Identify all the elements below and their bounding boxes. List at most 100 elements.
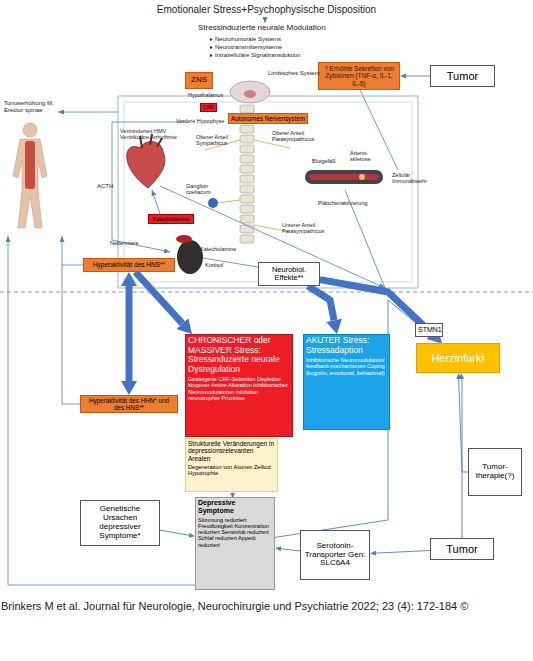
- process-box: Tumor: [430, 538, 494, 560]
- thick-arrow: [135, 272, 182, 324]
- process-box: Neurobiol. Effekte**: [258, 262, 320, 286]
- diagram-title: Emotionaler Stress+Psychophysische Dispo…: [0, 4, 533, 15]
- label-text: Vermindertes HMV Ventrikuläre Arrhythmie: [120, 128, 180, 140]
- process-box: Tumor: [430, 65, 495, 87]
- label-text: Oberer Anteil Parasympathicus: [272, 130, 317, 142]
- node-heading: ZNS: [188, 76, 210, 85]
- leader-line: [8, 236, 195, 585]
- process-box: STMN1: [415, 323, 443, 337]
- node-heading: Hyperaktivität des HHN* und des HNS**: [83, 397, 175, 411]
- vertebra: [240, 225, 254, 233]
- node-body: Stimmung reduziert Freudlosigkeit Konzen…: [198, 517, 272, 548]
- leader-line: [58, 112, 118, 113]
- node-body: Degeneration von Axonen Zelltod Hypotrop…: [188, 464, 275, 477]
- vertebra: [240, 195, 254, 203]
- node-heading: Genetische Ursachen depressiver Symptome…: [83, 505, 157, 541]
- node-heading: CHRONISCHER oder MASSIVER Stress: Stress…: [188, 336, 290, 374]
- label-text: Neurotransmittersysteme: [215, 44, 335, 51]
- label-text: Neurohumorale Systems: [215, 36, 335, 43]
- stress-box: AKUTER Stress: StressadaptionInhibitoris…: [303, 334, 390, 430]
- label-text: Katecholamine: [200, 246, 245, 252]
- vertebra: [240, 105, 254, 113]
- node-heading: Tumor-therapie(?): [471, 463, 519, 481]
- vertebra: [240, 205, 254, 213]
- label-text: Unterer Anteil Parasympathicus: [282, 222, 327, 234]
- leader-line: [203, 258, 385, 288]
- ganglion-symbol: [208, 198, 218, 208]
- label-text: Stressinduzierte neurale Modulation: [198, 24, 368, 33]
- red-box: Katecholamine: [148, 214, 194, 224]
- label-text: Hypothalamus: [188, 92, 233, 98]
- blood-vessel-lumen: [309, 174, 379, 180]
- process-box: Genetische Ursachen depressiver Symptome…: [80, 500, 160, 546]
- nerve-lines: [205, 140, 290, 232]
- blood-vessel: [305, 170, 383, 184]
- orange-box: ? Erhöhte Sekretion von Zytokinen (TNF-α…: [318, 62, 400, 90]
- outcome-box: Herzinfarkt: [416, 343, 500, 373]
- label-text: Kortisol: [205, 262, 235, 268]
- vertebra: [240, 165, 254, 173]
- label-text: Tonuserhöhung M. Erector spinae: [4, 100, 74, 113]
- erector-spinae: [25, 141, 35, 189]
- connector-arrow: [459, 379, 468, 472]
- process-box: Strukturelle Veränderungen in depression…: [185, 438, 278, 492]
- thick-arrow: [308, 286, 334, 320]
- anatomy-frame: [124, 102, 412, 282]
- label-text: Zellulär Immunabwehr: [392, 172, 420, 184]
- adrenal-gland: [176, 235, 192, 243]
- node-body: Inhibitorische Neuromodulation/ feedback…: [306, 357, 387, 376]
- vertebra: [240, 145, 254, 153]
- connector-arrow: [281, 549, 300, 551]
- label-text: Arterio-sklerose: [350, 150, 380, 162]
- kidney-illustration: [177, 240, 203, 274]
- connector-arrow: [406, 76, 430, 77]
- vertebra: [240, 135, 254, 143]
- plaque: [359, 174, 365, 180]
- process-box: Serotonin-Transporter Gen: SLC6A4: [300, 530, 370, 580]
- node-heading: Autonomes Nervensystem: [231, 115, 305, 122]
- brain-illustration: [230, 81, 270, 103]
- vertebra: [240, 235, 254, 243]
- acth-line: [112, 122, 185, 252]
- thick-arrow: [126, 286, 133, 381]
- leader-line: [62, 236, 80, 404]
- bullet-dot: [210, 54, 212, 56]
- node-heading: Hyperaktivität des HNS**: [86, 261, 172, 268]
- leader-line: [160, 186, 385, 288]
- label-text: Limbisches System: [268, 70, 328, 77]
- node-heading: Neurobiol. Effekte**: [261, 266, 317, 283]
- connector-arrow: [376, 551, 430, 554]
- label-text: Nebenniere: [110, 240, 150, 246]
- node-heading: Tumor: [433, 70, 492, 82]
- leader-line: [62, 265, 83, 266]
- node-heading: CRF: [203, 105, 214, 111]
- leader-line: [152, 190, 160, 214]
- human-figure: [13, 139, 47, 228]
- node-heading: Herzinfarkt: [419, 352, 497, 364]
- vertebra: [240, 125, 254, 133]
- bullet-dot: [210, 38, 212, 40]
- label-text: Blutgefäß: [312, 158, 342, 164]
- leader-line: [265, 17, 266, 23]
- node-heading: STMN1: [418, 326, 440, 334]
- orange-box: Autonomes Nervensystem: [228, 113, 308, 124]
- vertebra: [240, 155, 254, 163]
- label-text: Ganglion coeliacum: [186, 183, 221, 195]
- orange-box: ZNS: [185, 72, 213, 89]
- human-figure: [23, 123, 37, 137]
- spine-illustration: [240, 105, 254, 243]
- heart-illustration: [127, 142, 165, 188]
- stress-box: CHRONISCHER oder MASSIVER Stress: Stress…: [185, 334, 293, 437]
- symptom-box: Depressive SymptomeStimmung reduziert Fr…: [195, 497, 275, 590]
- process-box: Tumor-therapie(?): [468, 448, 522, 496]
- limbic-system: [244, 90, 256, 98]
- label-text: Vordere Hypophyse: [176, 118, 226, 124]
- label-text: ACTH: [97, 183, 117, 190]
- connector-arrow: [160, 530, 189, 535]
- caption-text: Brinkers M et al. Journal für Neurologie…: [1, 600, 468, 612]
- node-heading: Depressive Symptome: [198, 499, 272, 515]
- connector-arrow: [275, 300, 435, 537]
- vertebra: [240, 185, 254, 193]
- label-text: Intrazelluläre Signaltransduktion: [215, 52, 335, 59]
